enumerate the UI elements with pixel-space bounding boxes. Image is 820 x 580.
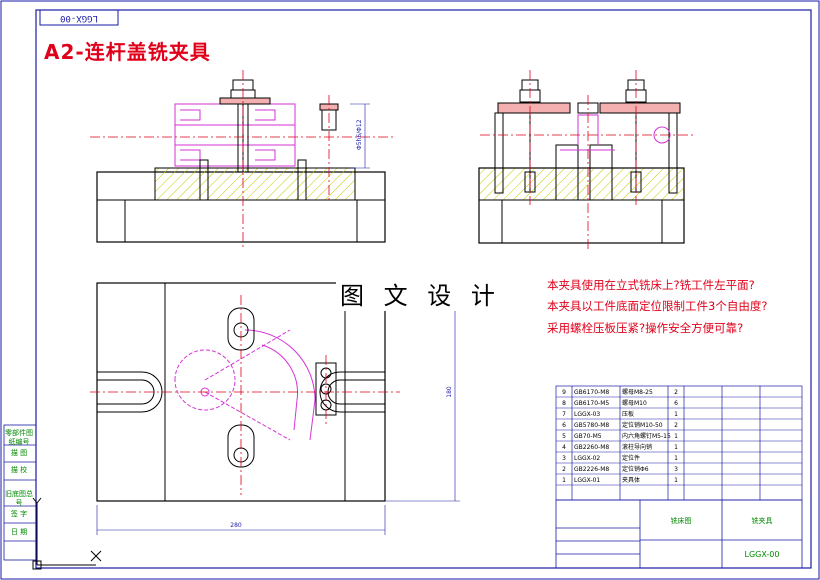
- bom-cell-code: GB2226-M8: [574, 466, 609, 473]
- side-view: [478, 70, 695, 250]
- bom-cell-code: LGGX-03: [574, 411, 600, 418]
- drawing-title-heading: A2-连杆盖铣夹具: [44, 40, 211, 64]
- bom-cell-no: 5: [562, 433, 566, 440]
- front-height-dimension: Φ5h6/Φ12: [356, 119, 363, 150]
- bom-cell-name: 内六角螺钉M5-15: [622, 432, 671, 440]
- side-label-2: 描 图: [10, 449, 28, 457]
- title-block: [555, 499, 803, 569]
- bom-cell-name: 定位销M10-50: [622, 421, 663, 429]
- bom-cell-qty: 1: [674, 433, 678, 440]
- side-panel-frame: [3, 424, 37, 561]
- bom-cell-name: 螺母M8-25: [622, 388, 653, 396]
- inner-frame: [35, 9, 812, 569]
- bom-cell-no: 9: [562, 389, 566, 396]
- code-box-frame: [39, 9, 119, 26]
- bom-cell-code: GB2260-M8: [574, 444, 609, 451]
- bom-cell-code: GB6170-M5: [574, 400, 609, 407]
- bom-cell-code: GB5780-M8: [574, 422, 609, 429]
- side-label-6: 日 期: [10, 528, 28, 536]
- bom-cell-name: 螺母M10: [622, 399, 647, 407]
- bom-cell-no: 7: [562, 411, 566, 418]
- bom-cell-name: 夹具体: [622, 476, 640, 484]
- side-label-3: 描 校: [10, 466, 28, 474]
- bom-cell-qty: 1: [674, 477, 678, 484]
- part-name: 铣夹具: [752, 516, 773, 525]
- bom-cell-code: LGGX-01: [574, 477, 600, 484]
- note-line-3: 采用螺栓压板压紧?操作安全方便可靠?: [547, 321, 744, 335]
- bom-cell-name: 定位销Φ6: [622, 465, 649, 473]
- width-dimension: 280: [230, 522, 242, 529]
- bom-cell-no: 6: [562, 422, 566, 429]
- bom-cell-name: 滚柱导向销: [622, 443, 652, 451]
- top-view: 280 180: [90, 282, 460, 535]
- bom-cell-name: 定位件: [622, 454, 640, 462]
- bom-cell-qty: 2: [674, 389, 678, 396]
- bom-cell-name: 压板: [622, 410, 634, 418]
- bom-cell-qty: 1: [674, 455, 678, 462]
- bom-cell-no: 4: [562, 444, 566, 451]
- bom-cell-qty: 1: [674, 444, 678, 451]
- note-line-2: 本夹具以工件底面定位限制工件3个自由度?: [547, 299, 768, 313]
- side-label-4: 旧底图总号: [5, 490, 33, 507]
- front-view: Φ5h6/Φ12: [90, 70, 395, 250]
- note-line-1: 本夹具使用在立式铣床上?铣工件左平面?: [547, 278, 755, 292]
- drawing-title: 铣床图: [671, 516, 692, 525]
- side-label-1: 零部件图纸编号: [5, 429, 33, 446]
- bom-cell-no: 3: [562, 455, 566, 462]
- height-dimension: 180: [446, 386, 453, 398]
- bom-cell-code: GB6170-M8: [574, 389, 609, 396]
- bom-cell-qty: 2: [674, 422, 678, 429]
- bom-cell-no: 8: [562, 400, 566, 407]
- drawing-number: LGGX-00: [744, 550, 779, 559]
- bom-cell-code: LGGX-02: [574, 455, 600, 462]
- ucs-icon: [32, 497, 102, 570]
- bom-cell-qty: 6: [674, 400, 678, 407]
- bom-cell-no: 1: [562, 477, 566, 484]
- side-label-5: 签 字: [10, 510, 28, 518]
- bom-cell-no: 2: [562, 466, 566, 473]
- code-label: LGGX-00: [60, 13, 98, 23]
- bom-cell-qty: 3: [674, 466, 678, 473]
- bom-cell-code: GB70-M5: [574, 433, 602, 440]
- overlay-watermark-text: 图 文 设 计: [336, 276, 505, 311]
- bom-cell-qty: 1: [674, 411, 678, 418]
